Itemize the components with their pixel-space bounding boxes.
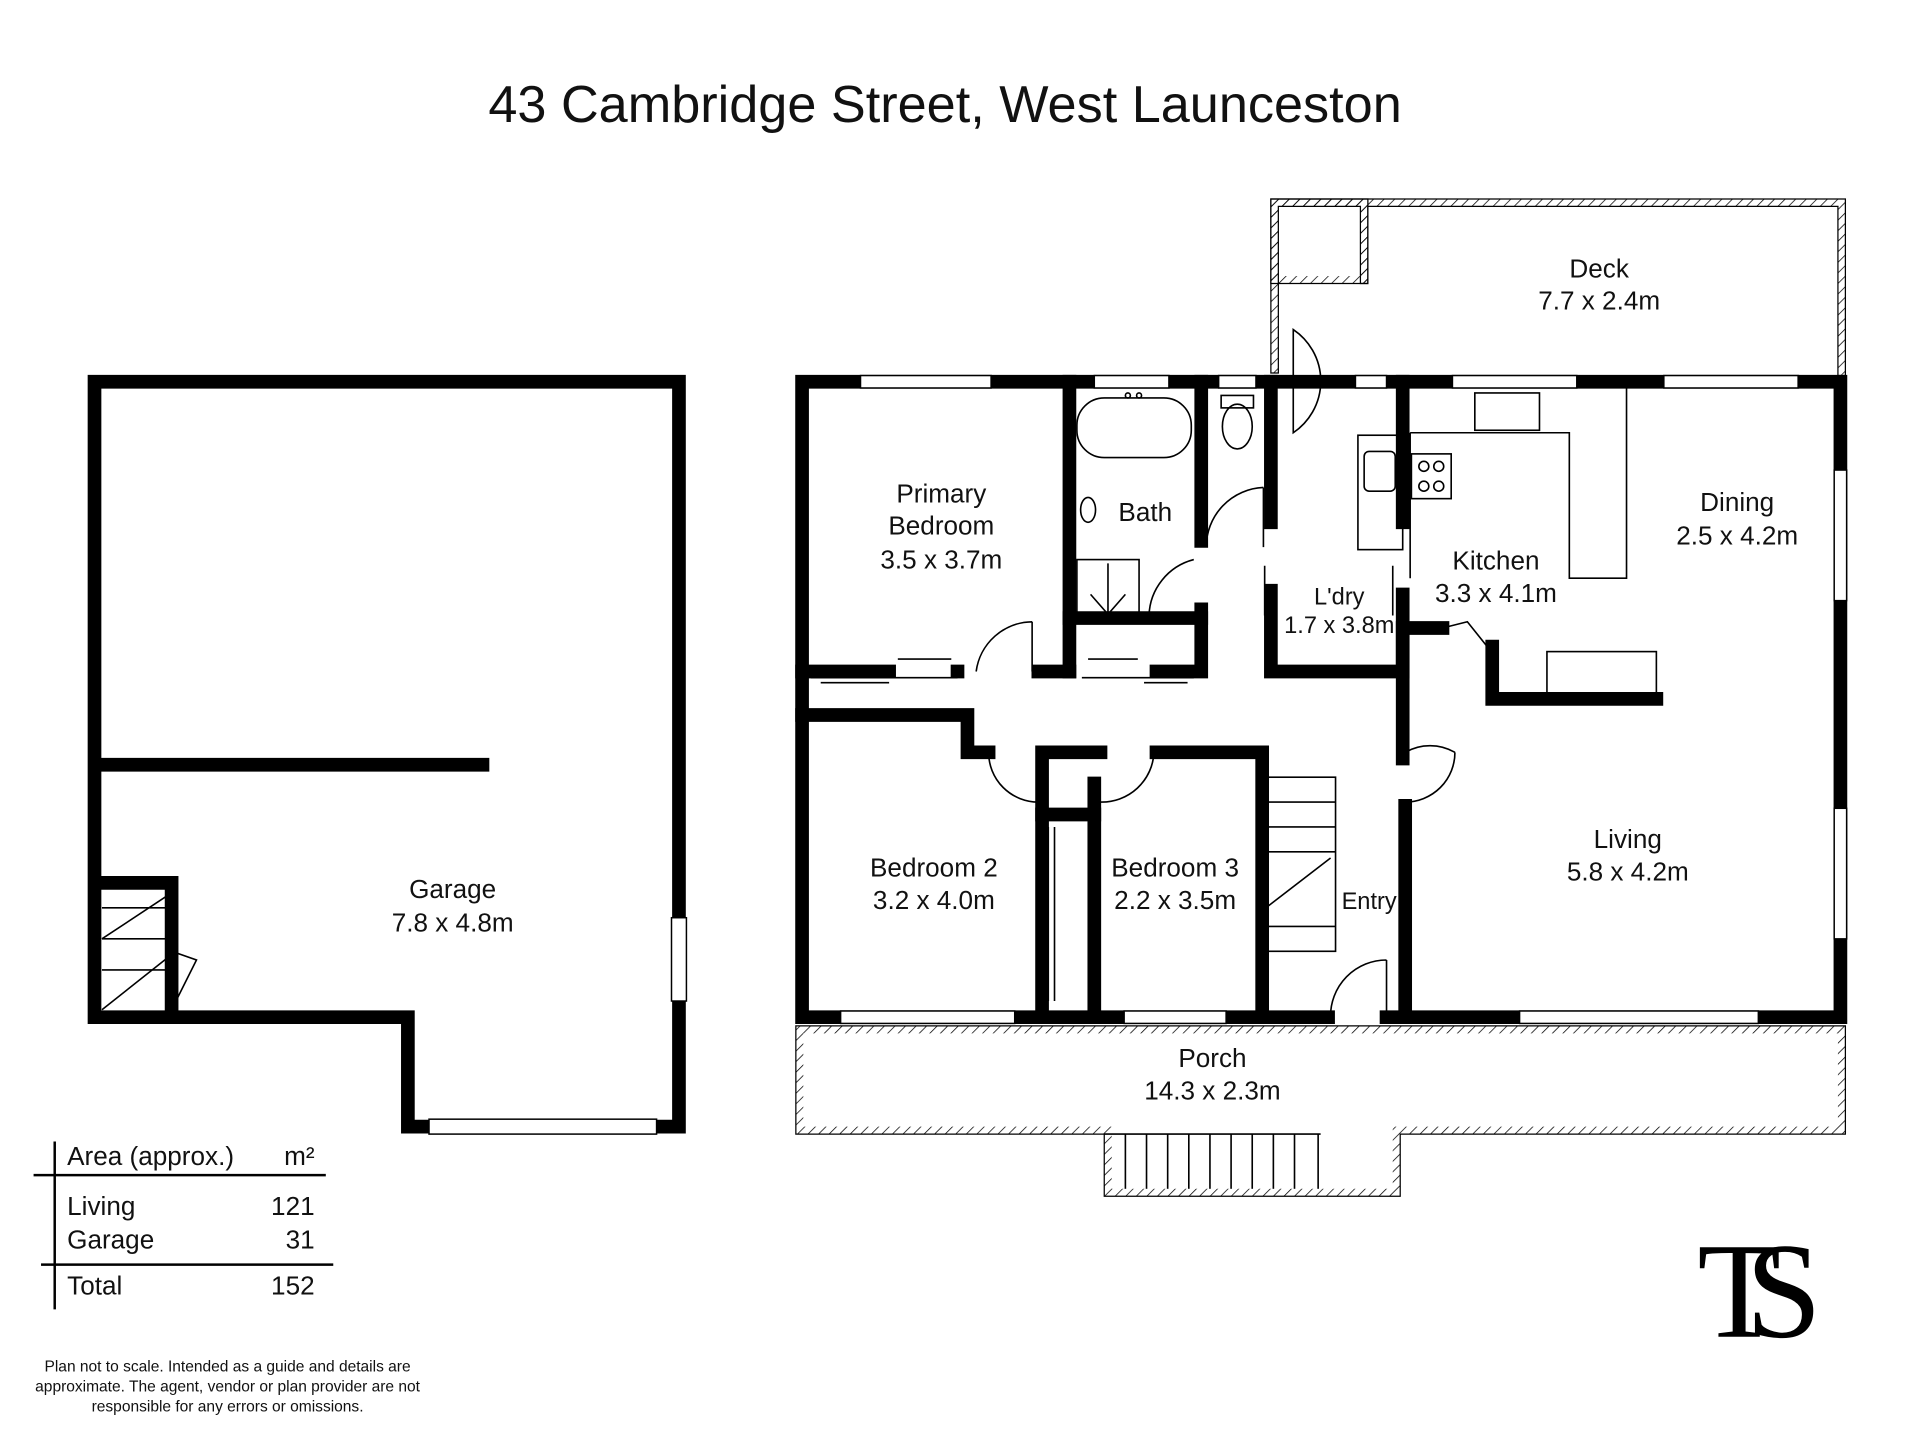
area-row-label: Garage — [67, 1224, 154, 1254]
house-walls — [795, 374, 1848, 1025]
garage-label: Garage — [409, 874, 496, 904]
area-unit: m² — [284, 1141, 315, 1171]
garage-stairs — [101, 894, 198, 1011]
laundry-label: L'dry — [1314, 584, 1365, 610]
svg-text:Plan not to scale. Intended as: Plan not to scale. Intended as a guide a… — [45, 1359, 411, 1376]
laundry-bench — [1357, 434, 1404, 551]
kitchen-label: Kitchen — [1452, 546, 1539, 576]
area-total-label: Total — [67, 1271, 122, 1301]
area-table: Area (approx.) m² Living 121 Garage 31 T… — [33, 1141, 334, 1310]
ts-logo: TS — [1697, 1215, 1821, 1367]
porch: Porch 14.3 x 2.3m — [795, 1025, 1847, 1197]
svg-text:approximate. The agent, vendor: approximate. The agent, vendor or plan p… — [35, 1379, 420, 1396]
cooktop-icon — [1410, 453, 1452, 500]
garage: Garage 7.8 x 4.8m — [87, 374, 688, 1135]
toilet-icon — [1221, 403, 1254, 450]
laundry-tub-icon — [1363, 450, 1397, 492]
fixtures — [810, 328, 1658, 1018]
svg-text:responsible for any errors or: responsible for any errors or omissions. — [92, 1398, 364, 1415]
primary-bedroom-label-2: Bedroom — [888, 511, 994, 541]
living-size: 5.8 x 4.2m — [1567, 856, 1689, 886]
primary-bedroom-size: 3.5 x 3.7m — [880, 544, 1002, 574]
porch-size: 14.3 x 2.3m — [1144, 1075, 1280, 1105]
room-labels: Primary Bedroom 3.5 x 3.7m Bath L'dry 1.… — [870, 478, 1798, 915]
area-header: Area (approx.) — [67, 1141, 234, 1171]
area-total-value: 152 — [271, 1271, 315, 1301]
laundry-size: 1.7 x 3.8m — [1284, 613, 1394, 639]
entry-door[interactable] — [1329, 959, 1388, 1018]
garage-door[interactable] — [428, 1118, 658, 1135]
disclaimer: Plan not to scale. Intended as a guide a… — [35, 1359, 420, 1416]
plan-title: 43 Cambridge Street, West Launceston — [488, 76, 1401, 134]
garage-window — [670, 916, 688, 1002]
basin-icon — [1079, 496, 1097, 524]
primary-bedroom-label-1: Primary — [896, 478, 986, 508]
kitchen-sink-icon — [1474, 392, 1541, 432]
living-label: Living — [1594, 824, 1662, 854]
bedroom-2-size: 3.2 x 4.0m — [873, 885, 995, 915]
dining-label: Dining — [1700, 487, 1774, 517]
deck-size: 7.7 x 2.4m — [1538, 286, 1660, 316]
porch-steps — [1104, 1133, 1321, 1189]
deck: Deck 7.7 x 2.4m — [1270, 198, 1847, 377]
bedroom-3-label: Bedroom 3 — [1111, 853, 1239, 883]
dining-size: 2.5 x 4.2m — [1676, 521, 1798, 551]
bath-label: Bath — [1118, 497, 1172, 527]
shower-icon — [1076, 558, 1140, 621]
bedroom-2-label: Bedroom 2 — [870, 853, 998, 883]
area-row-value: 31 — [286, 1224, 315, 1254]
door-deck[interactable] — [1292, 328, 1322, 435]
entry-label: Entry — [1342, 889, 1397, 915]
sliding-door-deck[interactable] — [1663, 374, 1799, 389]
logo-text: TS — [1697, 1215, 1821, 1367]
area-row-label: Living — [67, 1191, 135, 1221]
kitchen-size: 3.3 x 4.1m — [1435, 578, 1557, 608]
deck-label: Deck — [1569, 253, 1629, 283]
garage-size: 7.8 x 4.8m — [392, 907, 514, 937]
entry-stairs — [1265, 776, 1337, 953]
porch-label: Porch — [1178, 1043, 1246, 1073]
bedroom-3-size: 2.2 x 3.5m — [1114, 885, 1236, 915]
area-row-value: 121 — [271, 1191, 315, 1221]
bathtub-icon — [1076, 397, 1193, 459]
kitchen-bench — [1546, 650, 1658, 700]
